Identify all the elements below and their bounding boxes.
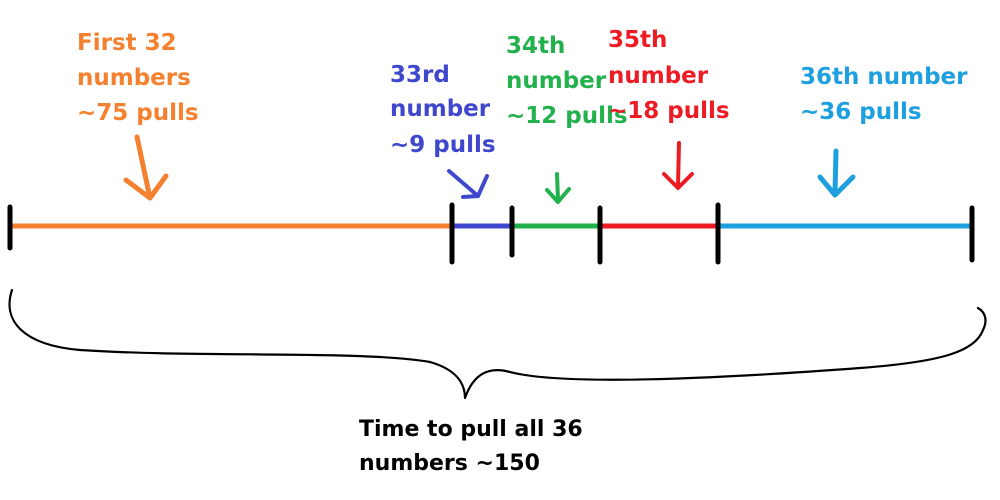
label-34th-line-3: ~12 pulls <box>506 103 628 129</box>
label-36th-line-1: 36th number <box>800 64 968 90</box>
arrow-33rd <box>447 169 489 199</box>
label-34th: 34th number ~12 pulls <box>506 33 628 129</box>
arrow-35th <box>662 141 694 190</box>
label-33rd: 33rd number ~9 pulls <box>390 62 498 158</box>
label-first-32: First 32 numbers ~75 pulls <box>77 30 199 126</box>
total-label-line-1: Time to pull all 36 <box>359 417 583 442</box>
label-34th-line-2: number <box>506 68 607 94</box>
label-33rd-line-3: ~9 pulls <box>390 132 496 158</box>
label-35th: 35th number ~18 pulls <box>608 27 730 124</box>
total-brace <box>8 288 987 400</box>
arrow-first-32 <box>123 134 169 201</box>
label-35th-line-1: 35th <box>608 27 667 53</box>
label-36th-line-2: ~36 pulls <box>800 99 922 125</box>
label-first-32-line-3: ~75 pulls <box>77 100 199 126</box>
arrow-36th <box>817 148 856 198</box>
arrow-34th <box>545 172 571 204</box>
label-35th-line-3: ~18 pulls <box>608 98 730 124</box>
label-34th-line-1: 34th <box>506 33 565 59</box>
label-36th: 36th number ~36 pulls <box>800 64 976 125</box>
label-first-32-line-1: First 32 <box>77 30 177 56</box>
label-35th-line-2: number <box>608 63 709 89</box>
label-33rd-line-2: number <box>390 96 491 122</box>
label-33rd-line-1: 33rd <box>390 62 450 88</box>
total-label-line-2: numbers ~150 <box>359 451 540 476</box>
label-first-32-line-2: numbers <box>77 65 191 91</box>
boundary-ticks <box>7 202 975 265</box>
total-label: Time to pull all 36 numbers ~150 <box>359 417 590 476</box>
